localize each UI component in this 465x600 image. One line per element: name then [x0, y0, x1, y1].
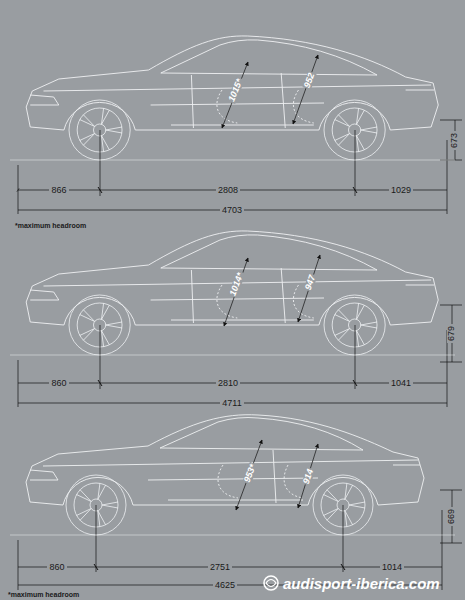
overhang-dimension: 1029: [389, 186, 413, 195]
overhang-dimension: 860: [49, 379, 68, 388]
footnote: *maximum headroom: [15, 222, 86, 229]
overhang-dimension: 866: [49, 186, 68, 195]
overhang-dimension: 860: [47, 563, 66, 572]
watermark: audisport-iberica.com: [283, 576, 440, 591]
height-dimension: 679: [448, 323, 457, 342]
headroom-value: 914: [302, 467, 316, 486]
length-dimension: 4703: [220, 206, 244, 215]
headroom-value: 1015*: [227, 76, 245, 103]
watermark-logo: [264, 576, 278, 590]
wheelbase-dimension: 2751: [208, 563, 232, 572]
wheelbase-dimension: 2810: [216, 379, 240, 388]
overhang-dimension: 1014: [380, 563, 404, 572]
length-dimension: 4625: [213, 581, 237, 590]
footnote: *maximum headroom: [8, 591, 79, 598]
overhang-dimension: 1041: [389, 379, 413, 388]
headroom-value: 1014*: [228, 270, 245, 297]
length-dimension: 4711: [220, 399, 243, 408]
height-dimension: 669: [448, 506, 457, 525]
headroom-value: 953*: [242, 462, 258, 484]
height-dimension: 673: [451, 130, 460, 149]
wheelbase-dimension: 2808: [216, 186, 240, 195]
